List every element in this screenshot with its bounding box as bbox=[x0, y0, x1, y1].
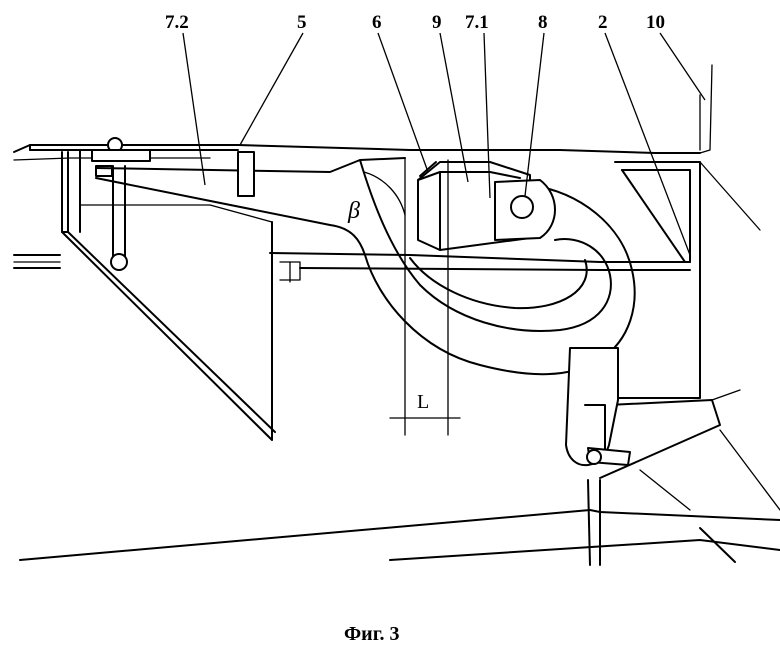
latch-hanger bbox=[566, 348, 630, 465]
label-9: 9 bbox=[432, 12, 442, 33]
figure-caption: Фиг. 3 bbox=[344, 623, 400, 645]
label-2: 2 bbox=[598, 12, 608, 33]
dimension-l-label: L bbox=[417, 391, 429, 413]
right-housing bbox=[600, 65, 760, 478]
label-6: 6 bbox=[372, 12, 382, 33]
label-7-2: 7.2 bbox=[165, 12, 189, 33]
upper-pin bbox=[92, 138, 150, 176]
label-10: 10 bbox=[646, 12, 665, 33]
label-8: 8 bbox=[538, 12, 548, 33]
label-5: 5 bbox=[297, 12, 307, 33]
pivot-8 bbox=[495, 180, 555, 240]
lower-diagonal-bars bbox=[20, 430, 780, 565]
angle-beta-label: β bbox=[347, 198, 360, 224]
label-7-1: 7.1 bbox=[465, 12, 489, 33]
